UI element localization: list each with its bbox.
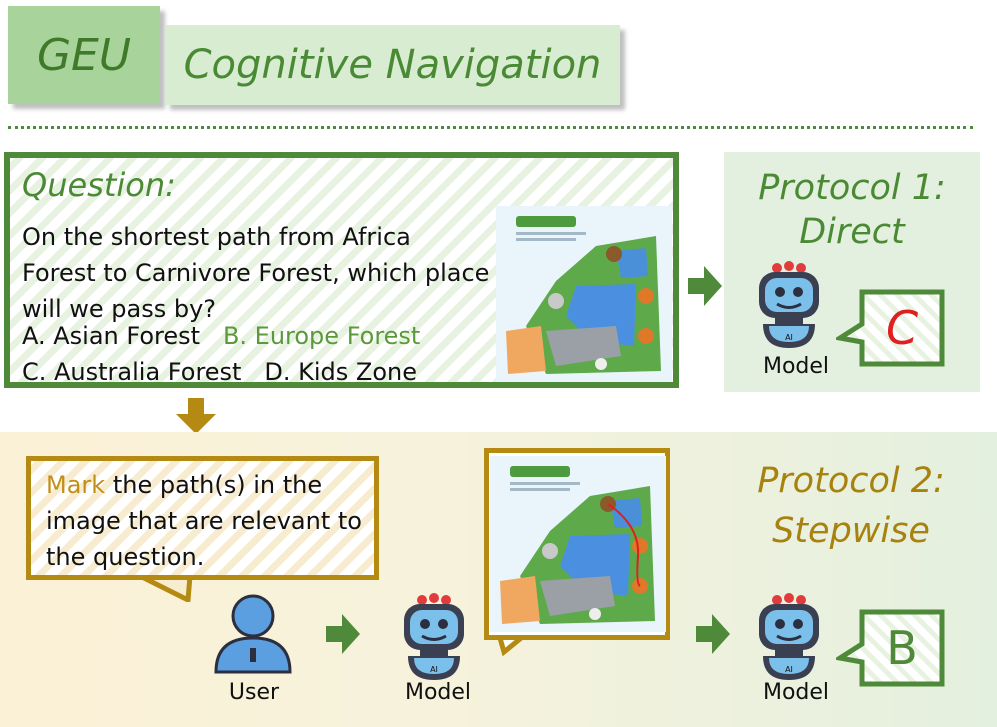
question-heading: Question: [22, 166, 176, 204]
arrow-right-icon [696, 614, 730, 654]
arrow-right-icon [688, 266, 722, 306]
instruction-text: Mark the path(s) in the image that are r… [46, 467, 376, 575]
option-b: B. Europe Forest [222, 322, 421, 350]
protocol1-answer-bubble [836, 289, 945, 367]
protocol2-title-line1: Protocol 2: [757, 461, 945, 501]
model-label-final: Model [762, 680, 830, 705]
robot-model-icon: AI [757, 591, 821, 682]
zoo-map-image [496, 206, 672, 382]
model-label-mid: Model [404, 680, 472, 705]
instruction-bubble [26, 456, 379, 580]
user-icon [214, 594, 292, 674]
robot-model-icon: AI [757, 259, 821, 350]
question-text: On the shortest path from Africa Forest … [22, 223, 490, 323]
protocol2-title-line2: Stepwise [772, 511, 930, 551]
protocol2-answer-bubble [836, 609, 945, 687]
question-options: A. Asian Forest B. Europe Forest C. Aust… [22, 318, 420, 390]
option-a: A. Asian Forest [22, 322, 201, 350]
marked-zoo-map-image [490, 456, 666, 632]
option-d: D. Kids Zone [264, 358, 417, 386]
page-title-text: Cognitive Navigation [183, 42, 602, 88]
arrow-down-icon [176, 398, 216, 434]
robot-badge: AI [430, 665, 438, 674]
protocol1-model-label: Model [762, 354, 830, 379]
instruction-highlight: Mark [46, 471, 106, 499]
protocol2-answer: B [886, 621, 918, 675]
protocol2-title: Protocol 2: Stepwise [720, 456, 982, 556]
robot-badge: AI [785, 333, 793, 342]
robot-badge: AI [785, 665, 793, 674]
protocol1-title-line2: Direct [799, 212, 905, 252]
protocol1-title: Protocol 1: Direct [724, 166, 980, 254]
arrow-right-icon [326, 614, 360, 654]
user-label: User [228, 680, 280, 705]
geu-tag: GEU [8, 6, 160, 104]
page-title: Cognitive Navigation [165, 25, 620, 105]
dotted-divider [8, 126, 973, 129]
instruction-rest: the path(s) in the image that are releva… [46, 471, 362, 571]
protocol1-title-line1: Protocol 1: [758, 168, 946, 208]
robot-model-icon: AI [402, 591, 466, 682]
protocol1-answer: C [885, 301, 919, 355]
geu-tag-label: GEU [36, 29, 132, 81]
option-c: C. Australia Forest [22, 358, 242, 386]
